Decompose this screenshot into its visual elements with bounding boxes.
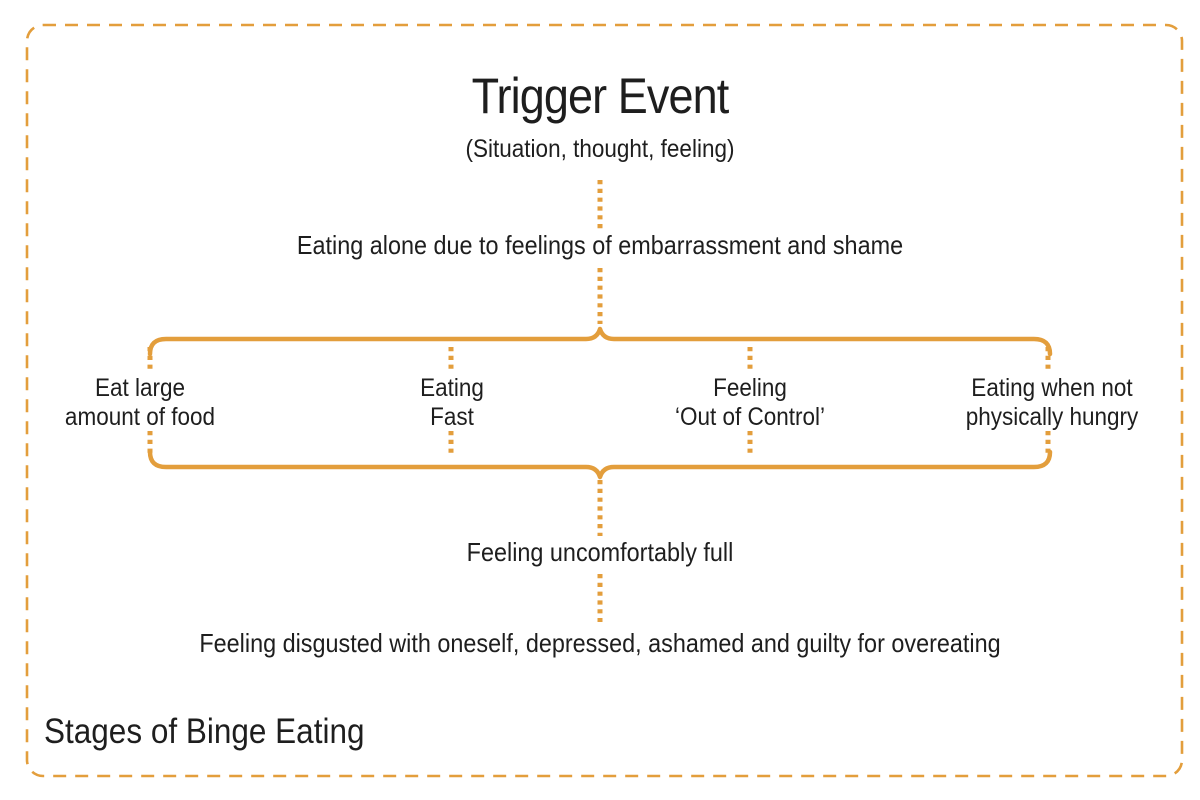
trigger-event-title: Trigger Event <box>471 68 730 124</box>
behavior-eating-fast: Eating Fast <box>340 374 565 432</box>
behavior-line: physically hungry <box>965 403 1139 431</box>
diagram-caption: Stages of Binge Eating <box>44 712 365 751</box>
behavior-line: Fast <box>430 403 474 431</box>
behavior-not-hungry: Eating when not physically hungry <box>940 374 1165 432</box>
behavior-eat-large-amount: Eat large amount of food <box>28 374 253 432</box>
top-brace <box>147 326 1053 357</box>
behavior-line: Eating <box>420 374 484 402</box>
behavior-line: ‘Out of Control’ <box>674 403 826 431</box>
stage-uncomfortably-full: Feeling uncomfortably full <box>466 537 734 567</box>
trigger-event-subtitle: (Situation, thought, feeling) <box>465 135 735 163</box>
stage-guilt: Feeling disgusted with oneself, depresse… <box>199 628 1001 658</box>
behavior-line: Feeling <box>713 374 787 402</box>
behavior-line: Eat large <box>94 374 186 402</box>
behavior-line: amount of food <box>64 403 216 431</box>
stage-eating-alone: Eating alone due to feelings of embarras… <box>296 230 904 260</box>
behavior-out-of-control: Feeling ‘Out of Control’ <box>638 374 863 432</box>
bottom-brace <box>147 449 1053 480</box>
dashed-border <box>25 23 1184 778</box>
behavior-line: Eating when not <box>971 374 1133 402</box>
